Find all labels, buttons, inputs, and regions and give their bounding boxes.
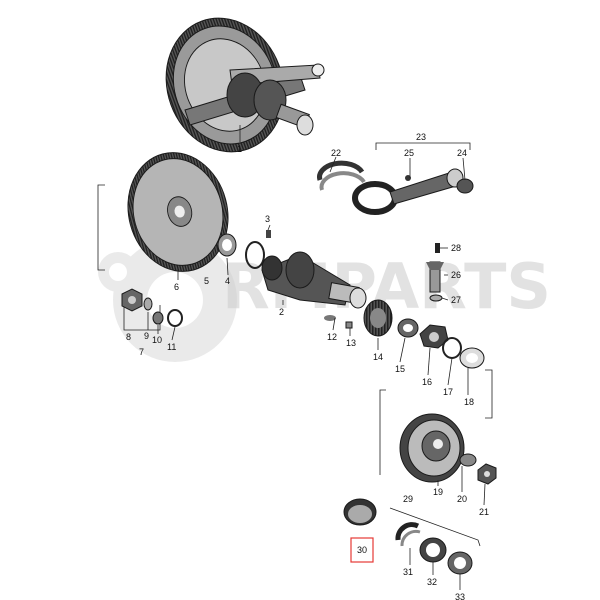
highlight-box-30 — [350, 537, 374, 563]
washer-icon — [143, 297, 153, 311]
bracket-18 — [485, 369, 493, 419]
bracket-29 — [389, 507, 481, 547]
washer-icon — [459, 453, 477, 467]
callout-4[interactable]: 4 — [225, 276, 230, 286]
callout-labels: 1 2 3 4 5 6 7 8 9 10 11 12 13 14 15 16 1… — [126, 132, 489, 600]
callout-32[interactable]: 32 — [427, 577, 437, 587]
bracket-23 — [375, 142, 471, 150]
callout-21[interactable]: 21 — [479, 507, 489, 517]
flywheel-exploded-group — [97, 152, 367, 331]
callout-8[interactable]: 8 — [126, 332, 131, 342]
gear-icon — [363, 299, 393, 337]
callout-2[interactable]: 2 — [279, 307, 284, 317]
bolt-icon — [435, 243, 440, 253]
seal-icon — [167, 309, 183, 327]
callout-11[interactable]: 11 — [167, 342, 176, 352]
callout-23[interactable]: 23 — [416, 132, 426, 142]
crankshaft-icon — [184, 63, 325, 136]
callout-28[interactable]: 28 — [451, 243, 461, 253]
washer-icon — [245, 241, 265, 269]
bearing-shell-icon — [447, 551, 473, 575]
connecting-rod-group — [317, 142, 474, 215]
watermark-gear-icon — [98, 238, 237, 362]
rod-bolt-group — [426, 243, 444, 302]
gland-nut-group — [121, 288, 183, 331]
callout-33[interactable]: 33 — [455, 592, 465, 600]
bearing-shell-icon — [395, 522, 421, 547]
callout-12[interactable]: 12 — [327, 332, 337, 342]
pulley-icon — [399, 413, 465, 483]
main-bearing-group — [343, 498, 481, 575]
callout-9[interactable]: 9 — [144, 331, 149, 341]
leader-lines — [147, 156, 486, 590]
bearing-shell-icon — [419, 537, 447, 563]
callout-7[interactable]: 7 — [139, 347, 144, 357]
callout-5[interactable]: 5 — [204, 276, 209, 286]
callout-3[interactable]: 3 — [265, 214, 270, 224]
crankshaft-icon — [261, 251, 367, 309]
connecting-rod-icon — [352, 168, 464, 215]
flywheel-icon — [127, 152, 229, 272]
callout-18[interactable]: 18 — [464, 397, 474, 407]
callout-15[interactable]: 15 — [395, 364, 405, 374]
washer-icon — [442, 337, 462, 359]
pulley-group — [379, 369, 497, 485]
bolt-icon — [121, 288, 143, 312]
callout-19[interactable]: 19 — [433, 487, 443, 497]
bushing-icon — [456, 178, 474, 194]
washer-icon — [429, 294, 443, 302]
gear-spacer-group — [363, 299, 485, 369]
callout-29[interactable]: 29 — [403, 494, 413, 504]
callout-10[interactable]: 10 — [152, 335, 162, 345]
bolt-icon — [426, 261, 444, 293]
washer-icon — [397, 318, 419, 338]
bracket-left — [379, 389, 386, 475]
callout-31[interactable]: 31 — [403, 567, 413, 577]
callout-1[interactable]: 1 — [237, 144, 242, 154]
callout-25[interactable]: 25 — [404, 148, 414, 158]
bearing-shell-icon — [317, 160, 366, 191]
callout-27[interactable]: 27 — [451, 295, 461, 305]
bearing-shell-icon — [343, 498, 377, 526]
callout-6[interactable]: 6 — [174, 282, 179, 292]
washer-icon — [459, 347, 485, 369]
washer-icon — [152, 311, 164, 325]
bolt-icon — [477, 463, 497, 485]
callout-24[interactable]: 24 — [457, 148, 467, 158]
key-icon — [324, 315, 336, 321]
callout-16[interactable]: 16 — [422, 377, 432, 387]
callout-14[interactable]: 14 — [373, 352, 383, 362]
key-icon — [345, 321, 353, 329]
washer-icon — [217, 233, 237, 257]
callout-17[interactable]: 17 — [443, 387, 453, 397]
callout-13[interactable]: 13 — [346, 338, 356, 348]
callout-22[interactable]: 22 — [331, 148, 341, 158]
callout-30[interactable]: 30 — [357, 545, 367, 555]
callout-26[interactable]: 26 — [451, 270, 461, 280]
bracket-6 — [97, 184, 105, 271]
bolt-icon — [266, 230, 271, 238]
flywheel-crankshaft-assembly — [165, 17, 325, 153]
callout-20[interactable]: 20 — [457, 494, 467, 504]
